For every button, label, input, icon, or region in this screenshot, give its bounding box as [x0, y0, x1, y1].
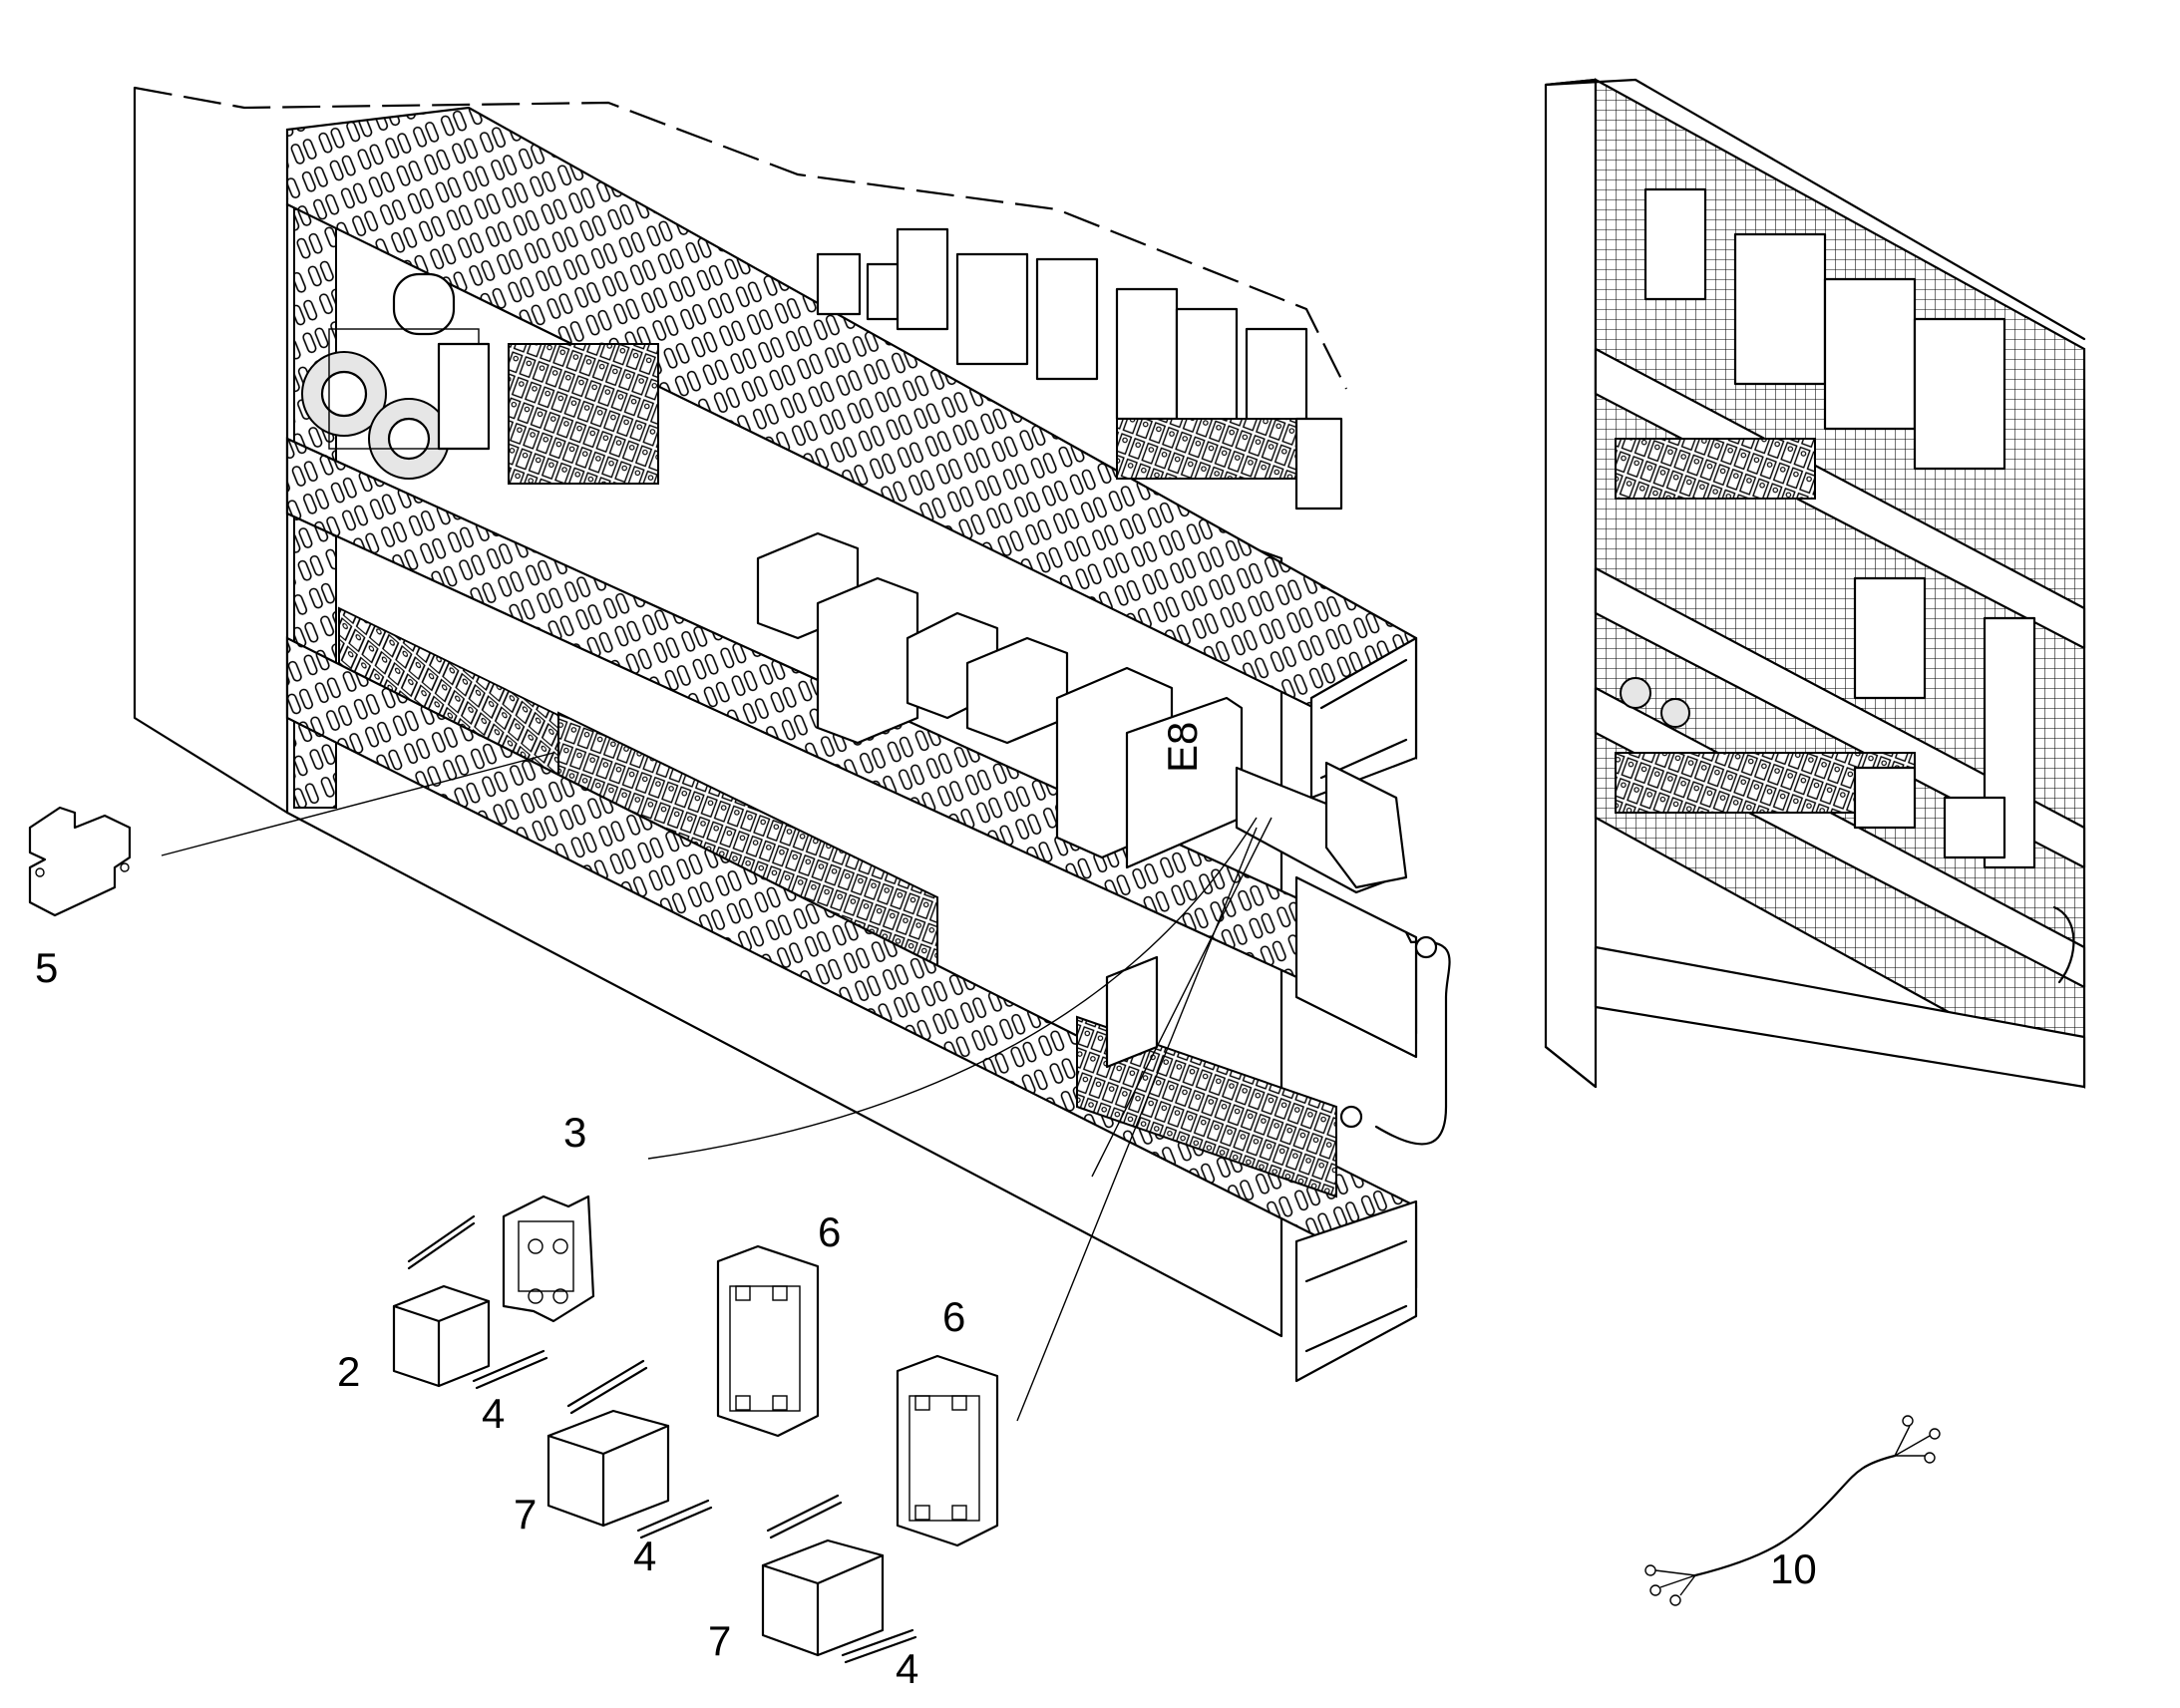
callout-5: 5: [35, 944, 58, 991]
part-relay-socket-3: [502, 1195, 595, 1323]
callout-7: 7: [708, 1617, 731, 1664]
callout-6: 6: [818, 1208, 841, 1255]
part-relay-2: [392, 1284, 491, 1388]
callout-7: 7: [514, 1491, 537, 1537]
callout-2: 2: [337, 1348, 360, 1395]
callout-10: 10: [1770, 1545, 1817, 1592]
cabinet-overview: [1544, 78, 2086, 1089]
part-relay-7b: [761, 1538, 885, 1657]
cable-duct-top: [285, 106, 1418, 800]
selector-dials: [301, 272, 491, 480]
callout-4: 4: [896, 1645, 918, 1692]
callout-4: 4: [633, 1533, 656, 1579]
callout-3: 3: [563, 1109, 586, 1156]
part-wire-harness: [1644, 1415, 1941, 1606]
cabinet-handle: [1339, 930, 1451, 1146]
part-relay-7a: [546, 1409, 670, 1528]
relay-label: E8: [1159, 722, 1206, 773]
callout-6: 6: [942, 1293, 965, 1340]
cabinet-detail-view: E8: [133, 86, 1451, 1383]
leader-lines: [161, 752, 1272, 1422]
callout-4: 4: [482, 1390, 505, 1437]
part-end-bracket: [28, 806, 132, 917]
part-relay-socket-6b: [896, 1354, 999, 1547]
part-relay-socket-6a: [716, 1244, 820, 1438]
control-boards: [816, 227, 1343, 511]
part-retaining-clips: [407, 1214, 917, 1664]
